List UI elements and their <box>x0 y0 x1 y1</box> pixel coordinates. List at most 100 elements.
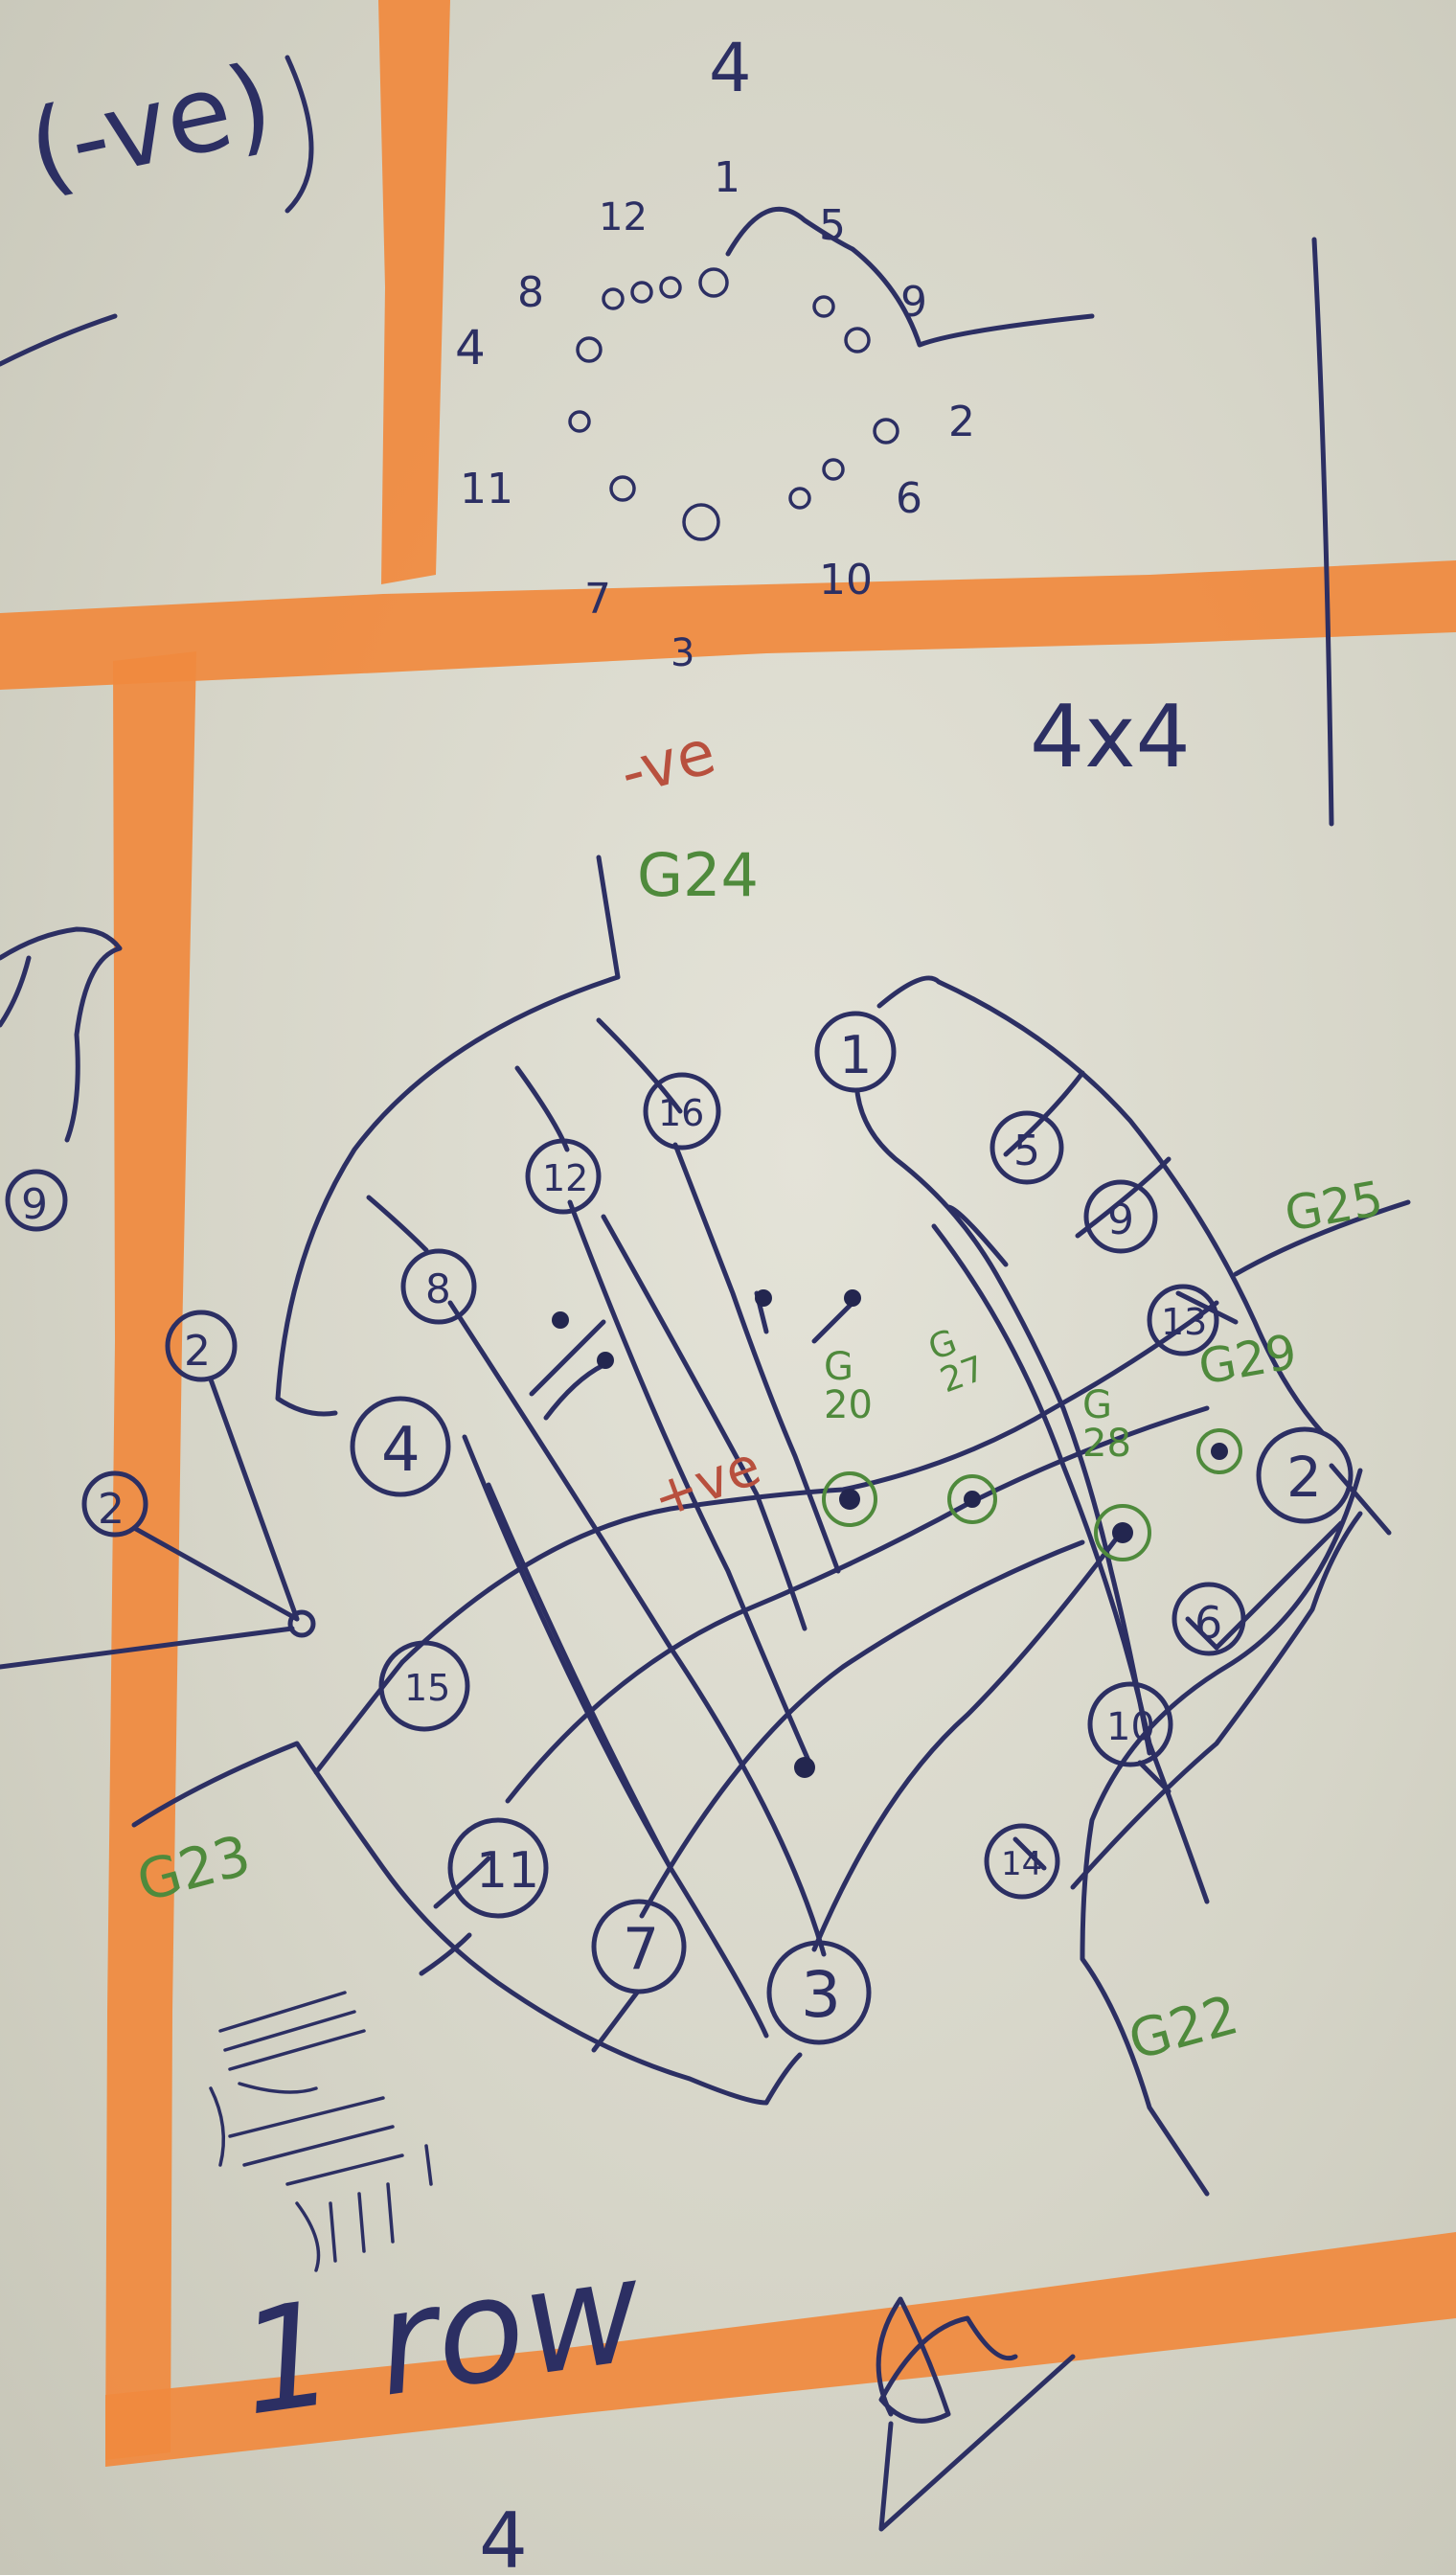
grid-node-label: 5 <box>1013 1127 1040 1175</box>
grid-node: 14 <box>984 1823 1060 1900</box>
pinout-header: 4 <box>709 29 752 107</box>
grid-wire <box>486 1482 673 1871</box>
pin-label: 10 <box>819 556 873 604</box>
junction-dot <box>552 1311 569 1329</box>
grid-wire <box>1233 1199 1411 1277</box>
top-pinout: 4 12 1 5 8 9 4 2 11 6 7 <box>455 29 1095 675</box>
grid-node: 11 <box>447 1817 549 1919</box>
gpio-label-g27: G27 <box>923 1316 990 1401</box>
neg-label: -ve <box>613 717 722 809</box>
grid-node: 10 <box>1087 1681 1173 1767</box>
neg-label-top-left: (-ve) <box>18 40 283 211</box>
grid-node-label: 2 <box>1286 1445 1322 1510</box>
grid-wire <box>1075 1156 1172 1239</box>
grid-wire <box>543 1362 606 1421</box>
pin-label: 9 <box>900 278 927 327</box>
top-left-stroke <box>0 313 118 367</box>
grid-wire <box>1003 1070 1085 1157</box>
junction-dot <box>755 1289 772 1307</box>
grid-wire <box>591 1990 640 2053</box>
pinout-curve <box>725 206 1095 348</box>
junction-dot <box>794 1757 815 1778</box>
grid-node-label: 16 <box>658 1092 704 1134</box>
pin-label: 3 <box>671 631 694 675</box>
pin-label: 5 <box>819 201 846 250</box>
junction-dot <box>839 1489 860 1510</box>
gpio-ring <box>1196 1428 1242 1474</box>
gpio-ring <box>1094 1504 1151 1561</box>
grid-wire <box>811 1300 855 1344</box>
grid-node-label: 3 <box>801 1958 841 2032</box>
grid-wire <box>1185 1616 1219 1651</box>
grid-node-label: 8 <box>425 1265 451 1312</box>
gpio-ring <box>822 1471 877 1527</box>
junction-dot <box>1112 1522 1133 1543</box>
left-node-label: 2 <box>98 1485 125 1534</box>
grid-wire <box>131 1741 769 2106</box>
grid-wire <box>672 1142 841 1574</box>
grid-node-label: 15 <box>404 1667 450 1709</box>
junction-dot <box>844 1289 861 1307</box>
junction-dot <box>964 1491 981 1508</box>
grid-node-label: 6 <box>1194 1597 1222 1649</box>
grid-node: 12 <box>525 1138 602 1215</box>
top-left-arc <box>284 55 314 214</box>
grid-wire <box>505 1405 1210 1804</box>
grid-circuit: 1 5 9 13 2 16 <box>130 717 1411 2197</box>
pinout-numbers: 12 1 5 8 9 4 2 11 6 7 10 3 <box>455 153 975 675</box>
grid-node: 6 <box>1172 1582 1246 1656</box>
grid-node-label: 7 <box>623 1916 659 1983</box>
grid-node: 3 <box>766 1940 872 2045</box>
gpio-label-g22: G22 <box>1123 1984 1245 2072</box>
pin-label: 12 <box>599 195 648 239</box>
grid-node-label: 14 <box>1001 1845 1042 1883</box>
footer-label: 4 <box>479 2496 528 2575</box>
grid-wire <box>514 1065 570 1152</box>
grid-wire <box>529 1319 606 1397</box>
left-partial-circuit: 9 2 2 <box>0 926 316 1670</box>
pin-label: 8 <box>517 268 544 317</box>
grid-wire <box>601 1214 808 1631</box>
grid-wire <box>419 1932 472 1976</box>
gpio-label-g25: G25 <box>1281 1171 1387 1242</box>
orange-vertical-left <box>105 651 196 2460</box>
grid-node-label: 12 <box>542 1157 588 1199</box>
right-annotation: 4x4 <box>1030 237 1334 827</box>
grid-wire <box>596 1017 683 1114</box>
grid-node-label: 10 <box>1106 1705 1155 1749</box>
junction-dot <box>1211 1443 1228 1460</box>
grid-wire <box>811 1530 1124 1952</box>
grid-node-label: 13 <box>1161 1301 1207 1343</box>
grid-wire <box>1080 1468 1363 2197</box>
grid-node-label: 4 <box>381 1415 421 1486</box>
pin-label: 6 <box>896 474 922 523</box>
pinout-holes <box>568 267 899 541</box>
grid-wire <box>1137 1760 1172 1794</box>
grid-nodes: 1 5 9 13 2 16 <box>350 1011 1354 2045</box>
grid-wire <box>313 1659 405 1775</box>
grid-wire <box>1329 1463 1392 1536</box>
grid-size-label: 4x4 <box>1030 687 1191 787</box>
pin-label: 2 <box>948 398 975 446</box>
bottom-right-scribble <box>876 2296 1076 2532</box>
grid-node: 13 <box>1147 1284 1219 1356</box>
grid-wire <box>931 1223 1210 1904</box>
grid-wire <box>763 2052 803 2106</box>
right-vertical-line <box>1311 237 1334 827</box>
row-label: 1 row <box>231 2227 652 2449</box>
pin-label: 7 <box>584 575 611 624</box>
bottom-scribble <box>209 1991 433 2272</box>
grid-node-label: 9 <box>1107 1196 1134 1244</box>
grid-wire <box>567 1199 812 1766</box>
grid-node: 1 <box>814 1011 897 1093</box>
pin-label: 1 <box>714 153 740 202</box>
orange-grid-lines <box>0 0 1456 2467</box>
grid-node: 8 <box>400 1248 477 1325</box>
grid-wire <box>639 1539 1085 1919</box>
grid-wire <box>854 1089 1152 1756</box>
grid-node-label: 11 <box>476 1842 539 1900</box>
